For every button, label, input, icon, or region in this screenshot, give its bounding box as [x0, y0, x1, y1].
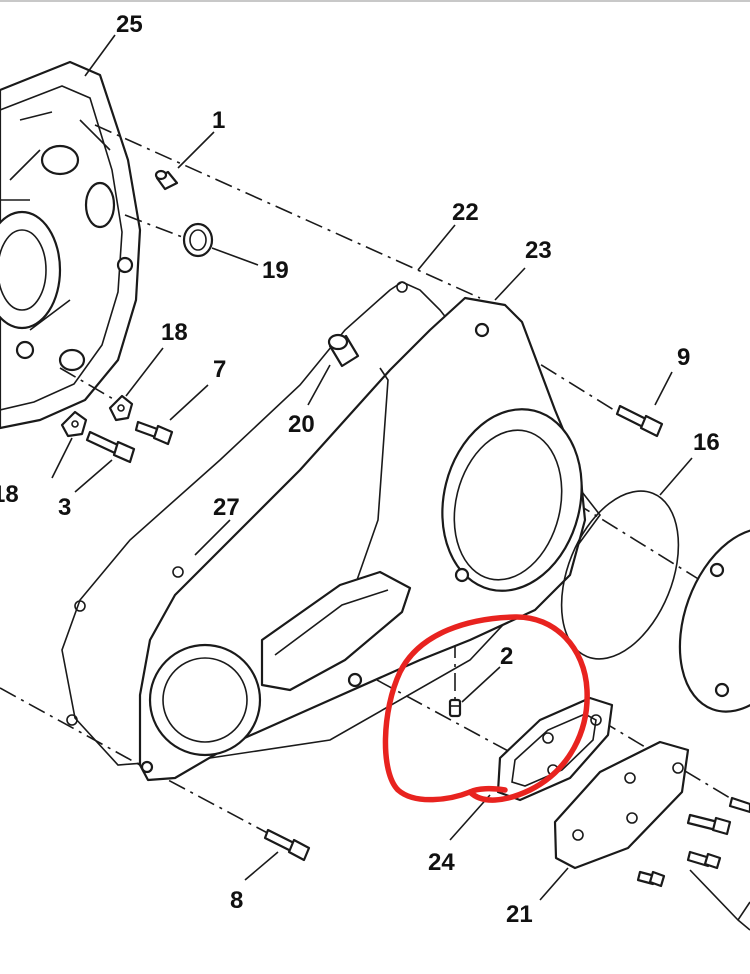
label-2: 2 [500, 643, 513, 670]
label-7: 7 [213, 356, 226, 383]
part-18-lock-plate-b [60, 410, 88, 438]
label-22: 22 [452, 199, 479, 226]
callout-labels: 25 1 19 22 23 18 7 9 20 16 18 3 27 2 24 … [0, 11, 720, 928]
part-19-seal [182, 222, 214, 258]
label-3: 3 [58, 494, 71, 521]
label-23: 23 [525, 237, 552, 264]
highlight-circle-annotation [382, 614, 590, 803]
label-9: 9 [677, 344, 690, 371]
part-1-dowel-pin [154, 169, 179, 191]
label-24: 24 [428, 849, 455, 876]
part-23-primary-cover [138, 296, 587, 782]
label-25: 25 [116, 11, 143, 38]
part-21-inspection-cover [553, 740, 690, 870]
part-9-bolt [615, 404, 664, 438]
part-2-plug [448, 698, 462, 718]
cover-screws [636, 796, 750, 888]
label-19: 19 [262, 257, 289, 284]
leader-lines [51, 34, 750, 931]
label-18-upper: 18 [161, 319, 188, 346]
label-8: 8 [230, 887, 243, 914]
part-18-lock-plate-a [108, 394, 134, 422]
label-1: 1 [212, 107, 225, 134]
label-18-lower: 18 [0, 481, 19, 508]
derby-cover [678, 527, 750, 713]
part-8-bolt [263, 828, 311, 862]
label-20: 20 [288, 411, 315, 438]
part-16-o-ring [560, 490, 680, 660]
label-21: 21 [506, 901, 533, 928]
label-16: 16 [693, 429, 720, 456]
part-3-bolt [85, 430, 136, 464]
part-7-bolt [134, 420, 174, 446]
part-25-inner-housing [0, 60, 142, 430]
label-27: 27 [213, 494, 240, 521]
part-20-dowel [327, 333, 360, 368]
